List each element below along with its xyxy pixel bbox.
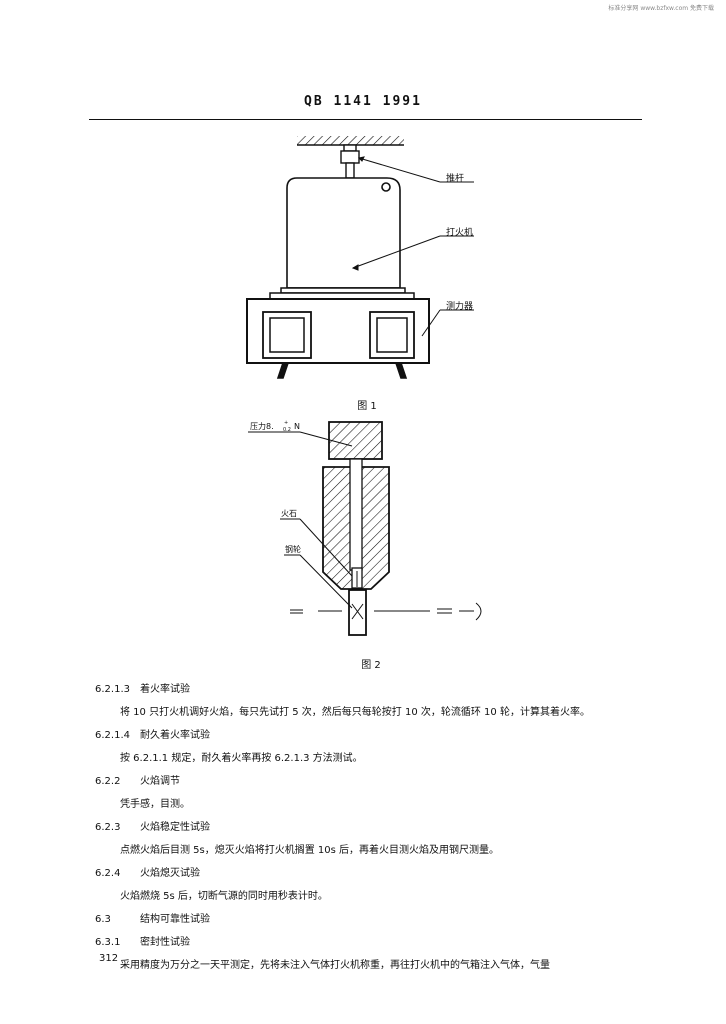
label-unit: N — [294, 422, 300, 431]
pushrod — [340, 144, 360, 179]
section-heading: 6.3 结构可靠性试验 — [95, 908, 647, 931]
figure-2-leaders — [248, 431, 353, 609]
section-number: 6.3 — [95, 914, 111, 925]
section-heading: 6.2.1.4 耐久着火率试验 — [95, 724, 647, 747]
section-paragraph: 凭手感，目测。 — [120, 799, 190, 810]
label-dynamometer: 测力器 — [446, 300, 473, 312]
document-body: 6.2.1.3 着火率试验 将 10 只打火机调好火焰，每只先试打 5 次，然后每… — [95, 678, 647, 977]
header-rule — [89, 119, 642, 120]
leader-lines — [351, 156, 474, 337]
section-title: 火焰调节 — [140, 776, 180, 787]
figure-2-caption: 图 2 — [361, 660, 381, 671]
section-paragraph: 火焰燃烧 5s 后，切断气源的同时用秒表计时。 — [120, 891, 328, 902]
lighter-body — [286, 177, 401, 289]
label-wheel: 钢轮 — [285, 544, 301, 554]
label-pushrod: 推杆 — [446, 172, 464, 184]
section-paragraph: 将 10 只打火机调好火焰，每只先试打 5 次，然后每只每轮按打 10 次，轮流… — [120, 707, 590, 718]
steel-wheel — [348, 589, 367, 636]
flint-housing — [322, 458, 390, 590]
figure-1-diagram: 推杆 打火机 测力器 — [246, 136, 474, 379]
lighter-base-plate — [269, 287, 415, 300]
section-heading: 6.3.1 密封性试验 — [95, 931, 647, 954]
section-title: 着火率试验 — [140, 684, 190, 695]
section-title: 密封性试验 — [140, 937, 190, 948]
figure-2-diagram: 压力8. + 0.2 N 火石 钢轮 — [248, 420, 482, 636]
section-heading: 6.2.1.3 着火率试验 — [95, 678, 647, 701]
section-paragraph: 点燃火焰后目测 5s，熄灭火焰将打火机搁置 10s 后，再着火目测火焰及用钢尺测… — [120, 845, 500, 856]
page-number: 312 — [99, 953, 119, 964]
watermark: 标准分享网 www.bzfxw.com 免费下载 — [608, 5, 714, 12]
label-flint: 火石 — [281, 509, 297, 518]
section-heading: 6.2.2 火焰调节 — [95, 770, 647, 793]
centre-line — [290, 602, 482, 621]
section-title: 结构可靠性试验 — [140, 914, 210, 925]
section-paragraph: 按 6.2.1.1 规定，耐久着火率再按 6.2.1.3 方法测试。 — [120, 753, 363, 764]
label-tolerance-top: + — [284, 420, 288, 426]
label-tolerance-bottom: 0.2 — [283, 427, 291, 433]
section-heading: 6.2.4 火焰熄灭试验 — [95, 862, 647, 885]
section-title: 火焰稳定性试验 — [140, 822, 210, 833]
document-header: QB 1141 1991 — [304, 94, 422, 109]
section-heading: 6.2.3 火焰稳定性试验 — [95, 816, 647, 839]
section-number: 6.2.4 — [95, 868, 121, 879]
ceiling-mount — [297, 136, 404, 146]
section-title: 火焰熄灭试验 — [140, 868, 200, 879]
section-number: 6.3.1 — [95, 937, 121, 948]
figure-1-caption: 图 1 — [357, 401, 377, 412]
section-number: 6.2.1.4 — [95, 730, 130, 741]
section-title: 耐久着火率试验 — [140, 730, 210, 741]
section-paragraph: 采用精度为万分之一天平测定，先将未注入气体打火机称重，再往打火机中的气箱注入气体… — [120, 960, 550, 971]
section-number: 6.2.3 — [95, 822, 121, 833]
dynamometer — [246, 298, 430, 379]
label-lighter: 打火机 — [446, 226, 473, 238]
section-number: 6.2.2 — [95, 776, 121, 787]
press-block — [328, 421, 383, 460]
label-pressure: 压力8. — [250, 421, 274, 431]
section-number: 6.2.1.3 — [95, 684, 130, 695]
